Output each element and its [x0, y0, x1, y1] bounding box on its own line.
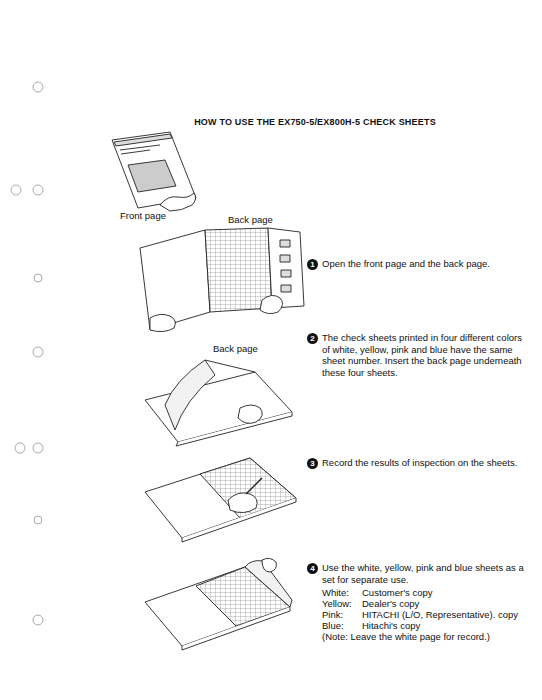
copy-owner: Dealer's copy	[362, 598, 419, 609]
separate-sheets-figure	[145, 558, 292, 650]
copy-owner: HITACHI (L/O, Representative). copy	[362, 609, 518, 620]
copy-color: White:	[322, 587, 349, 598]
step-number: 2	[307, 333, 318, 344]
step-text: Open the front page and the back page.	[322, 258, 532, 270]
booklet-figure	[112, 132, 196, 211]
step-text: Record the results of inspection on the …	[322, 457, 532, 469]
step-text: The check sheets printed in four differe…	[322, 332, 532, 378]
figure-caption: Front page	[120, 210, 166, 221]
step-number: 4	[307, 563, 318, 574]
step-text: Use the white, yellow, pink and blue she…	[322, 562, 532, 585]
copy-owner: Customer's copy	[362, 587, 432, 598]
figure-caption: Back page	[228, 214, 273, 225]
writing-figure	[145, 458, 296, 542]
open-booklet-figure	[140, 228, 304, 332]
binder-holes	[11, 82, 43, 625]
step-number: 3	[307, 458, 318, 469]
copy-color: Pink:	[322, 609, 343, 620]
page-title: HOW TO USE THE EX750-5/EX800H-5 CHECK SH…	[140, 117, 490, 127]
flip-page-figure	[145, 360, 292, 446]
step-number: 1	[307, 259, 318, 270]
note-text: (Note: Leave the white page for record.)	[322, 631, 490, 642]
copy-owner: Hitachi's copy	[362, 620, 420, 631]
copy-color: Blue:	[322, 620, 344, 631]
figure-caption: Back page	[213, 343, 258, 354]
copy-color: Yellow:	[322, 598, 352, 609]
